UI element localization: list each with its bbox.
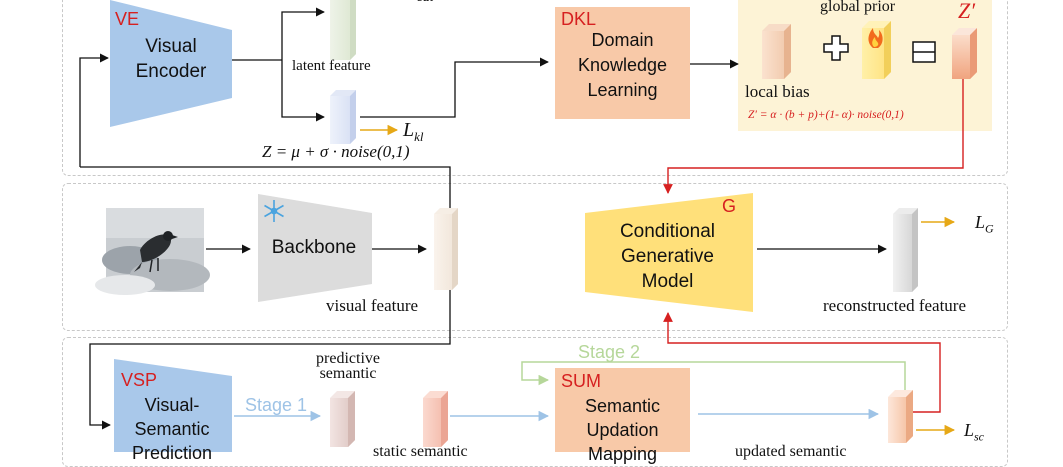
- local-bias-prism: [762, 24, 791, 79]
- dkl-line-1: Domain: [591, 30, 654, 50]
- cgm-line-1: Conditional: [619, 221, 716, 242]
- backbone-label: Backbone: [271, 237, 357, 258]
- cgm-label: Conditional Generative Model: [595, 219, 740, 294]
- stage2-label: Stage 2: [578, 342, 641, 362]
- predictive-semantic-label: predictive semantic: [306, 350, 390, 382]
- fire-icon: [868, 28, 883, 48]
- ve-label: Visual Encoder: [112, 34, 230, 84]
- z-prime-formula: Z′ = α · (b + p)+(1- α)· noise(0,1): [748, 109, 904, 121]
- z-prime-label: Z′: [958, 0, 976, 23]
- vsp-tag: VSP: [121, 370, 158, 390]
- latent-feature-label: latent feature: [292, 58, 371, 74]
- sum-block: [555, 368, 690, 452]
- visual-encoder-block: [110, 0, 232, 127]
- vsp-block: [114, 359, 232, 452]
- middle-panel: [62, 183, 1008, 331]
- static-semantic-prism: [423, 391, 448, 447]
- z-prime-prism: [952, 28, 977, 79]
- dkl-line-2: Knowledge: [577, 55, 668, 75]
- static-semantic-label: static semantic: [373, 443, 468, 460]
- bird-image: [95, 208, 210, 295]
- sum-line-1: Semantic: [584, 396, 661, 416]
- cgm-line-2: Generative: [621, 246, 714, 267]
- top-panel: [62, 0, 1008, 176]
- loss-kl-main: L: [403, 119, 415, 141]
- predictive-line-2: semantic: [319, 365, 377, 382]
- loss-g-sub: G: [985, 221, 994, 236]
- vsp-line-2: Semantic: [134, 419, 210, 439]
- ve-label-line-1: Visual: [145, 36, 197, 57]
- loss-sc-sub: sc: [974, 429, 985, 444]
- ve-tag: VE: [115, 9, 140, 29]
- reconstructed-feature-prism: [893, 208, 918, 292]
- predictive-line-1: predictive: [316, 350, 380, 367]
- cut-label: cut: [416, 0, 433, 6]
- vsp-line-1: Visual-: [144, 395, 200, 415]
- sum-line-3: Mapping: [587, 444, 658, 464]
- latent-feature-prism-green: [330, 0, 356, 60]
- loss-kl: Lkl: [403, 119, 424, 145]
- global-prior-prism: [862, 21, 891, 79]
- dkl-block: [555, 7, 690, 119]
- concat-icon: [912, 41, 936, 63]
- backbone-block: [258, 194, 372, 302]
- sum-line-2: Updation: [586, 420, 659, 440]
- loss-g-main: L: [975, 212, 986, 232]
- global-prior-label: global prior: [820, 0, 896, 15]
- z-formula: Z = μ + σ · noise(0,1): [262, 142, 410, 161]
- plus-icon: [823, 35, 849, 61]
- stage1-label: Stage 1: [245, 395, 308, 415]
- loss-sc: Lsc: [964, 420, 984, 445]
- visual-feature-prism: [434, 208, 458, 290]
- updated-semantic-prism: [888, 390, 913, 443]
- updated-semantic-label: updated semantic: [735, 443, 847, 460]
- dkl-tag: DKL: [561, 9, 597, 29]
- loss-g: LG: [975, 212, 994, 237]
- local-bias-label: local bias: [745, 82, 810, 101]
- conditional-generative-model-block: [585, 193, 753, 312]
- g-tag: G: [722, 196, 737, 216]
- diagram-canvas: [79, 0, 977, 452]
- loss-sc-main: L: [964, 420, 975, 440]
- ve-label-line-2: Encoder: [135, 61, 207, 82]
- reconstructed-feature-label: reconstructed feature: [823, 296, 966, 315]
- visual-feature-label: visual feature: [326, 296, 419, 315]
- vsp-label: Visual- Semantic Prediction: [114, 393, 230, 465]
- dkl-line-3: Learning: [587, 80, 658, 100]
- snowflake-icon: [264, 200, 284, 222]
- cgm-line-3: Model: [641, 271, 694, 292]
- sum-tag: SUM: [561, 371, 601, 391]
- dkl-label: Domain Knowledge Learning: [555, 28, 690, 103]
- latent-feature-prism-blue: [330, 90, 356, 144]
- sum-label: Semantic Updation Mapping: [555, 394, 690, 466]
- loss-kl-sub: kl: [414, 129, 424, 144]
- predictive-semantic-prism: [330, 391, 355, 447]
- vsp-line-3: Prediction: [131, 443, 213, 463]
